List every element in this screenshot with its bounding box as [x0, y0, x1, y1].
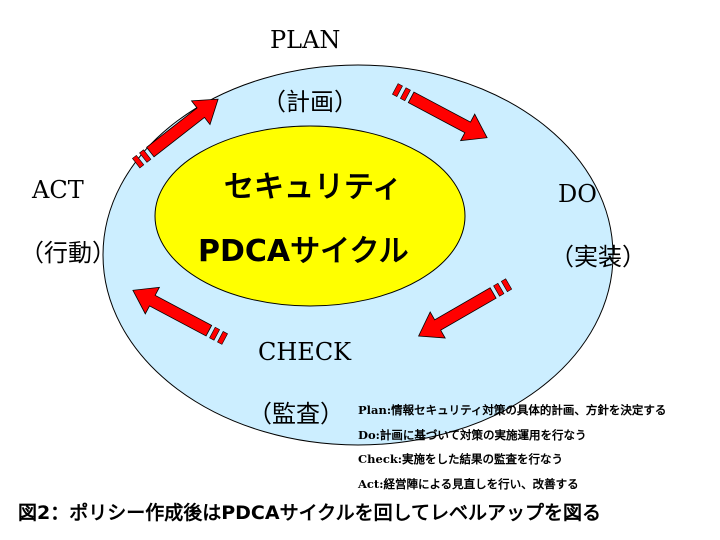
arrow-act-to-plan [132, 98, 219, 169]
act-jp-label: （行動） [20, 239, 116, 267]
plan-jp-label: （計画） [262, 88, 358, 116]
plan-label: PLAN [270, 26, 341, 54]
note-check: Check:実施をした結果の監査を行なう [358, 452, 564, 466]
note-do: Do:計画に基づいて対策の実施運用を行なう [358, 427, 587, 442]
do-label: DO [558, 180, 597, 208]
do-jp-label: （実装） [550, 243, 646, 271]
note-act: Act:経営陣による見直しを行い、改善する [358, 476, 579, 491]
arrow-check-to-act [132, 286, 228, 345]
figure-caption: 図2：ポリシー作成後はPDCAサイクルを回してレベルアップを図る [18, 502, 602, 524]
arrow-plan-to-do [392, 83, 488, 142]
center-title-line2: PDCAサイクル [198, 234, 409, 269]
check-jp-label: （監査） [248, 400, 344, 428]
note-plan: Plan:情報セキュリティ対策の具体的計画、方針を決定する [358, 403, 667, 417]
check-label: CHECK [258, 338, 352, 366]
center-title-line1: セキュリティ [224, 170, 403, 205]
arrow-do-to-check [418, 278, 513, 339]
act-label: ACT [32, 176, 84, 204]
phase-notes: Plan:情報セキュリティ対策の具体的計画、方針を決定する Do:計画に基づいて… [358, 398, 666, 496]
inner-center-ellipse [154, 125, 466, 307]
